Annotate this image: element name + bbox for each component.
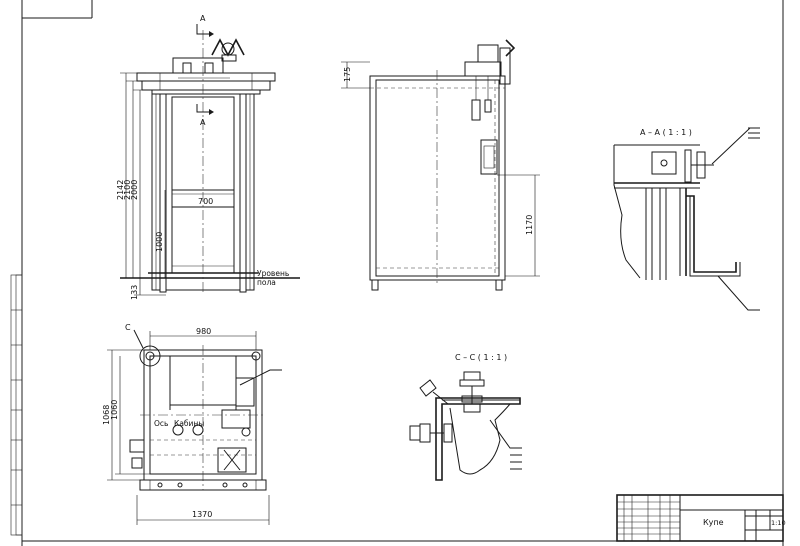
sheet-frame bbox=[21, 0, 784, 546]
label-cabin: Кабины bbox=[174, 419, 204, 428]
section-a-mark-bottom: A bbox=[200, 118, 206, 127]
section-a-a-title: А – А ( 1 : 1 ) bbox=[640, 128, 692, 137]
title-block: Купе 1:10 bbox=[616, 494, 786, 542]
label-axis: Ось bbox=[154, 419, 168, 428]
floor-level-label-2: пола bbox=[257, 278, 276, 287]
callout-c: C bbox=[125, 323, 131, 332]
dim-2142: 2142 bbox=[116, 180, 125, 200]
dim-1170: 1170 bbox=[525, 215, 534, 235]
dim-133: 133 bbox=[130, 285, 139, 300]
plan-view: C Ось Кабины 980 1068 1060 1370 bbox=[102, 323, 282, 525]
dim-2000: 2000 bbox=[130, 180, 139, 200]
side-view: 175 1170 bbox=[341, 39, 540, 291]
dim-1370: 1370 bbox=[192, 510, 212, 519]
dim-980: 980 bbox=[196, 327, 211, 336]
section-c-c: С – С ( 1 : 1 ) bbox=[409, 353, 522, 481]
title-block-name: Купе bbox=[703, 518, 724, 527]
section-c-c-title: С – С ( 1 : 1 ) bbox=[455, 353, 507, 362]
dim-1060: 1060 bbox=[110, 400, 119, 420]
left-filing-strip bbox=[10, 274, 23, 536]
section-a-a: А – А ( 1 : 1 ) bbox=[613, 127, 760, 311]
dim-1000: 1000 bbox=[155, 232, 164, 252]
title-block-scale: 1:10 bbox=[771, 519, 786, 527]
dim-2100: 2100 bbox=[123, 180, 132, 200]
section-a-mark-top: A bbox=[200, 14, 206, 23]
front-view: A A 2142 2100 2000 1000 133 700 Уровень … bbox=[116, 14, 300, 300]
dim-175: 175 bbox=[343, 67, 352, 82]
dim-1068: 1068 bbox=[102, 405, 111, 425]
floor-level-label: Уровень bbox=[257, 269, 289, 278]
dim-700: 700 bbox=[198, 197, 213, 206]
